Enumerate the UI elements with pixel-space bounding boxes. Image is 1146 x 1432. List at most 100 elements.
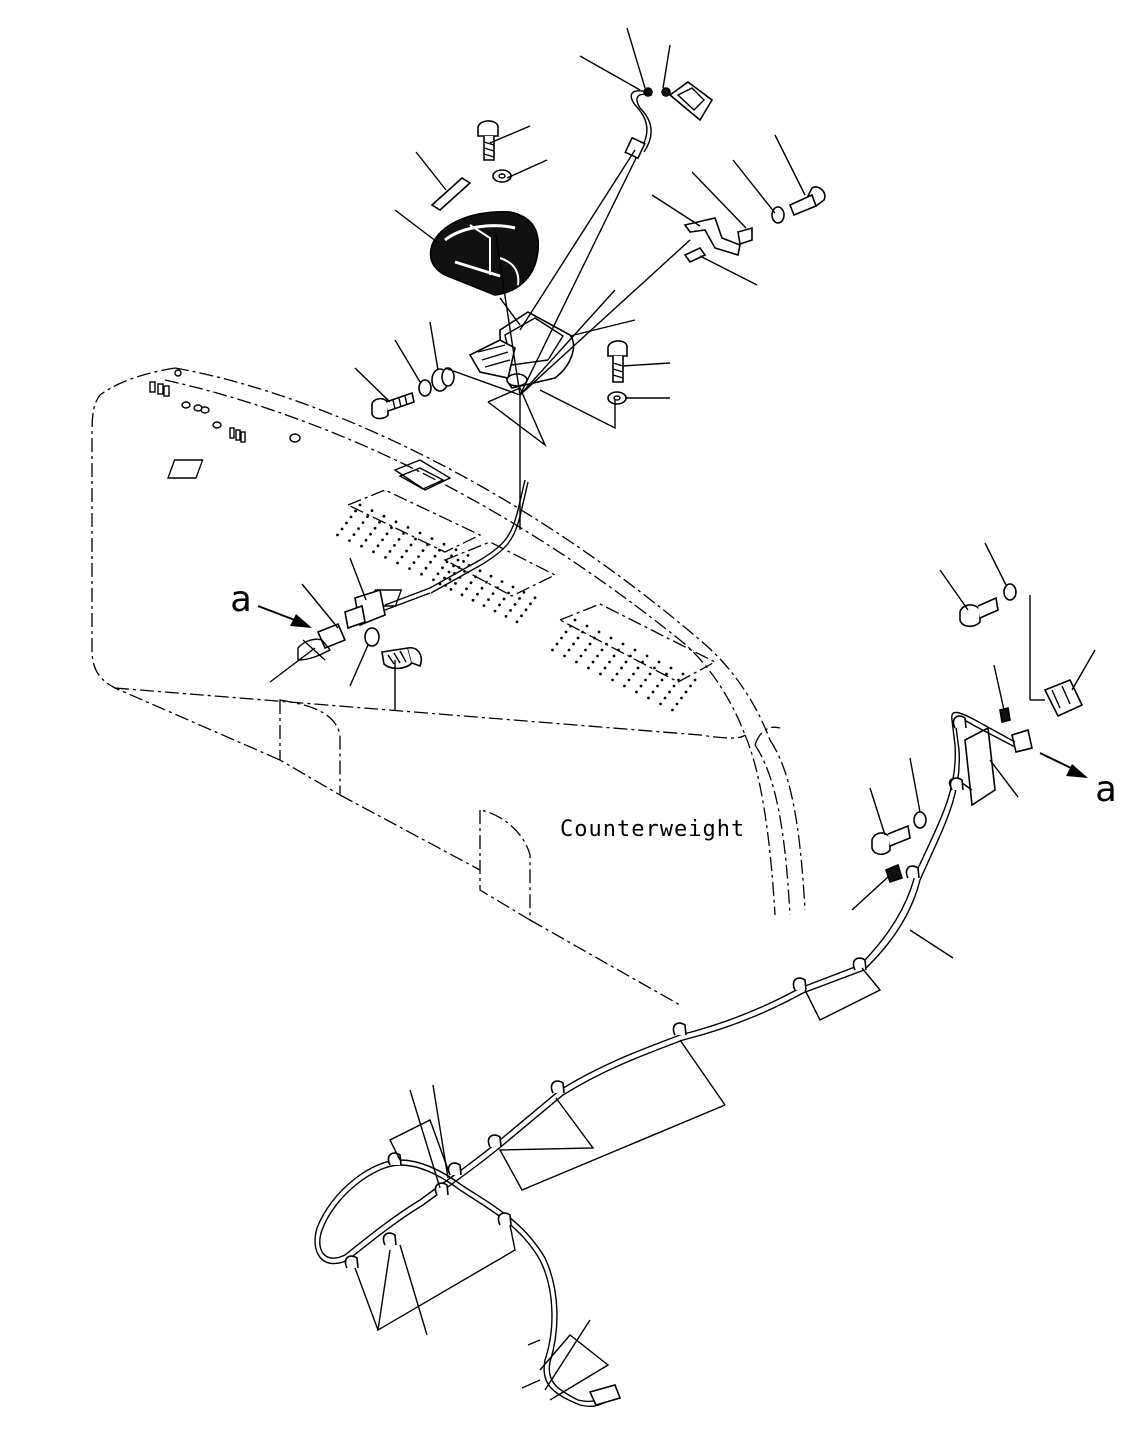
plate-hole xyxy=(671,708,674,712)
plate-hole xyxy=(560,636,563,640)
view-marker-left-label: a xyxy=(230,579,252,620)
plate-hole xyxy=(397,538,401,541)
plate-hole xyxy=(442,542,446,546)
right-connector xyxy=(1011,728,1033,753)
plate-hole xyxy=(645,654,649,658)
plate-hole xyxy=(633,648,637,652)
cable-to-lamp xyxy=(429,479,529,594)
plate-hole xyxy=(669,666,673,670)
plate-hole xyxy=(336,533,339,537)
plate-hole xyxy=(349,515,353,519)
plate-hole xyxy=(599,672,602,676)
counterweight-studs xyxy=(149,369,301,443)
plate-hole xyxy=(600,648,604,652)
plate-hole xyxy=(593,636,596,640)
plate-hole xyxy=(348,539,351,542)
plate-hole xyxy=(456,558,460,562)
lamp-left-washer xyxy=(418,379,432,397)
plate-hole xyxy=(656,684,659,688)
plate-hole xyxy=(430,537,434,540)
plate-hole xyxy=(465,587,468,591)
plate-hole xyxy=(450,554,453,558)
plate-hole xyxy=(384,556,387,559)
plate-hole xyxy=(476,592,479,596)
plate-hole xyxy=(636,666,640,670)
right-mid-bolt xyxy=(871,824,911,856)
plate-hole xyxy=(489,574,493,578)
plate-hole xyxy=(555,642,559,646)
plate-hole xyxy=(482,604,486,607)
plate-hole xyxy=(608,660,611,664)
plate-hole xyxy=(659,702,662,706)
plate-hole xyxy=(460,593,464,597)
left-bolt xyxy=(381,646,423,670)
plate-hole xyxy=(524,608,528,612)
plate-hole xyxy=(357,527,360,530)
plate-hole xyxy=(360,544,363,548)
plate-hole xyxy=(462,560,465,563)
clip-group-brackets xyxy=(354,967,882,1401)
plate-hole xyxy=(624,660,628,664)
plate-hole xyxy=(409,543,413,547)
plate-hole xyxy=(569,624,572,628)
plate-hole xyxy=(668,690,671,694)
plate-hole xyxy=(585,624,589,628)
plate-hole xyxy=(433,554,437,558)
plate-hole xyxy=(573,618,577,622)
plate-hole xyxy=(518,597,521,600)
plate-hole xyxy=(665,672,668,676)
plate-hole xyxy=(454,548,458,552)
plate-hole xyxy=(513,603,517,606)
harness-clips xyxy=(344,715,967,1269)
plate-hole xyxy=(485,580,488,584)
plate-hole xyxy=(507,591,510,595)
counterweight-label: Counterweight xyxy=(560,817,745,842)
plate-hole xyxy=(520,614,523,618)
plate-hole xyxy=(366,515,369,518)
lamp-left-bushing xyxy=(431,367,455,392)
plate-hole xyxy=(487,598,490,601)
plate-hole xyxy=(504,615,508,618)
plate-hole xyxy=(417,555,420,558)
right-small-clip xyxy=(885,707,1011,884)
plate-hole xyxy=(498,603,501,607)
plate-hole xyxy=(579,654,583,658)
view-marker-right-label: a xyxy=(1095,769,1117,810)
plate-hole xyxy=(474,575,477,579)
right-bracket-plate xyxy=(964,726,996,807)
plate-hole xyxy=(390,526,393,530)
lamp-left-bolt xyxy=(371,391,415,420)
plate-hole xyxy=(509,609,512,612)
plate-hole xyxy=(396,561,399,565)
plate-hole xyxy=(587,666,590,670)
plate-hole xyxy=(653,666,656,670)
plate-hole xyxy=(388,550,392,553)
plate-hole xyxy=(684,690,688,694)
plate-hole xyxy=(421,549,425,552)
plate-hole xyxy=(657,660,661,664)
main-harness-cable xyxy=(314,711,1016,1407)
plate-hole xyxy=(639,684,643,688)
lamp-bracket xyxy=(468,311,575,389)
plate-hole xyxy=(432,578,435,582)
plate-hole xyxy=(567,648,571,652)
plate-hole xyxy=(457,566,461,569)
plate-hole xyxy=(693,678,697,682)
plate-hole xyxy=(563,654,566,658)
plate-hole xyxy=(496,586,499,589)
plate-hole xyxy=(448,578,452,581)
plate-hole xyxy=(480,586,484,590)
mounting-plates xyxy=(167,459,717,712)
right-clamp-bracket xyxy=(1043,678,1084,718)
plate-hole xyxy=(364,538,368,542)
lamp-leader-lines xyxy=(444,149,691,448)
lamp-right-washer xyxy=(607,391,627,405)
plate-hole xyxy=(581,630,584,634)
plate-hole xyxy=(611,678,614,682)
plate-hole xyxy=(471,598,475,602)
plate-hole xyxy=(369,532,372,536)
plate-hole xyxy=(345,521,348,525)
plate-hole xyxy=(436,572,440,576)
plate-hole xyxy=(452,564,455,568)
